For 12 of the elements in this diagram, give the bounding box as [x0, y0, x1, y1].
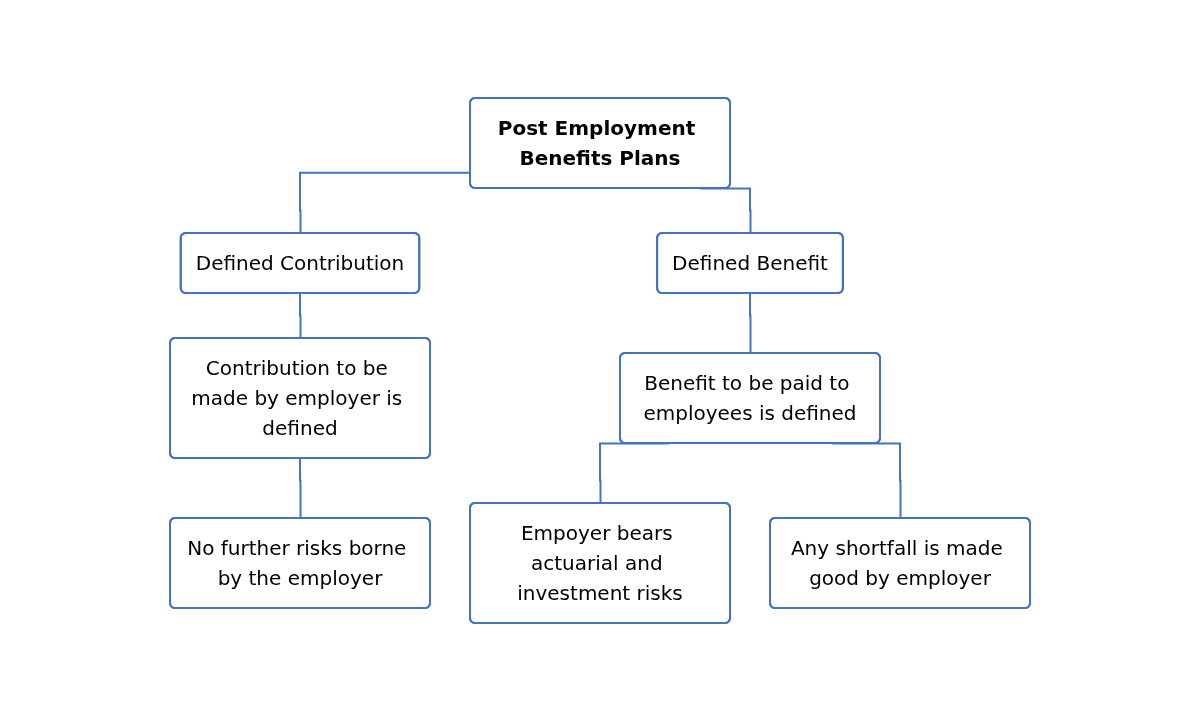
connector: [599, 442, 670, 504]
connector: [299, 457, 302, 519]
connector: [299, 292, 302, 339]
connector: [749, 292, 752, 354]
node-text: Contribution to be made by employer is defined: [191, 355, 403, 440]
node-text: Benefit to be paid to employees is defined: [643, 370, 857, 425]
node-text: No further risks borne by the employer: [187, 535, 407, 590]
connector: [699, 187, 752, 234]
node-text: Any shortfall is made good by employer: [790, 535, 1003, 590]
node-text: Empoyer bears actuarial and investment risks: [517, 520, 683, 605]
node-text: Post Employment Benefits Plans: [497, 115, 696, 170]
connector: [831, 442, 902, 519]
